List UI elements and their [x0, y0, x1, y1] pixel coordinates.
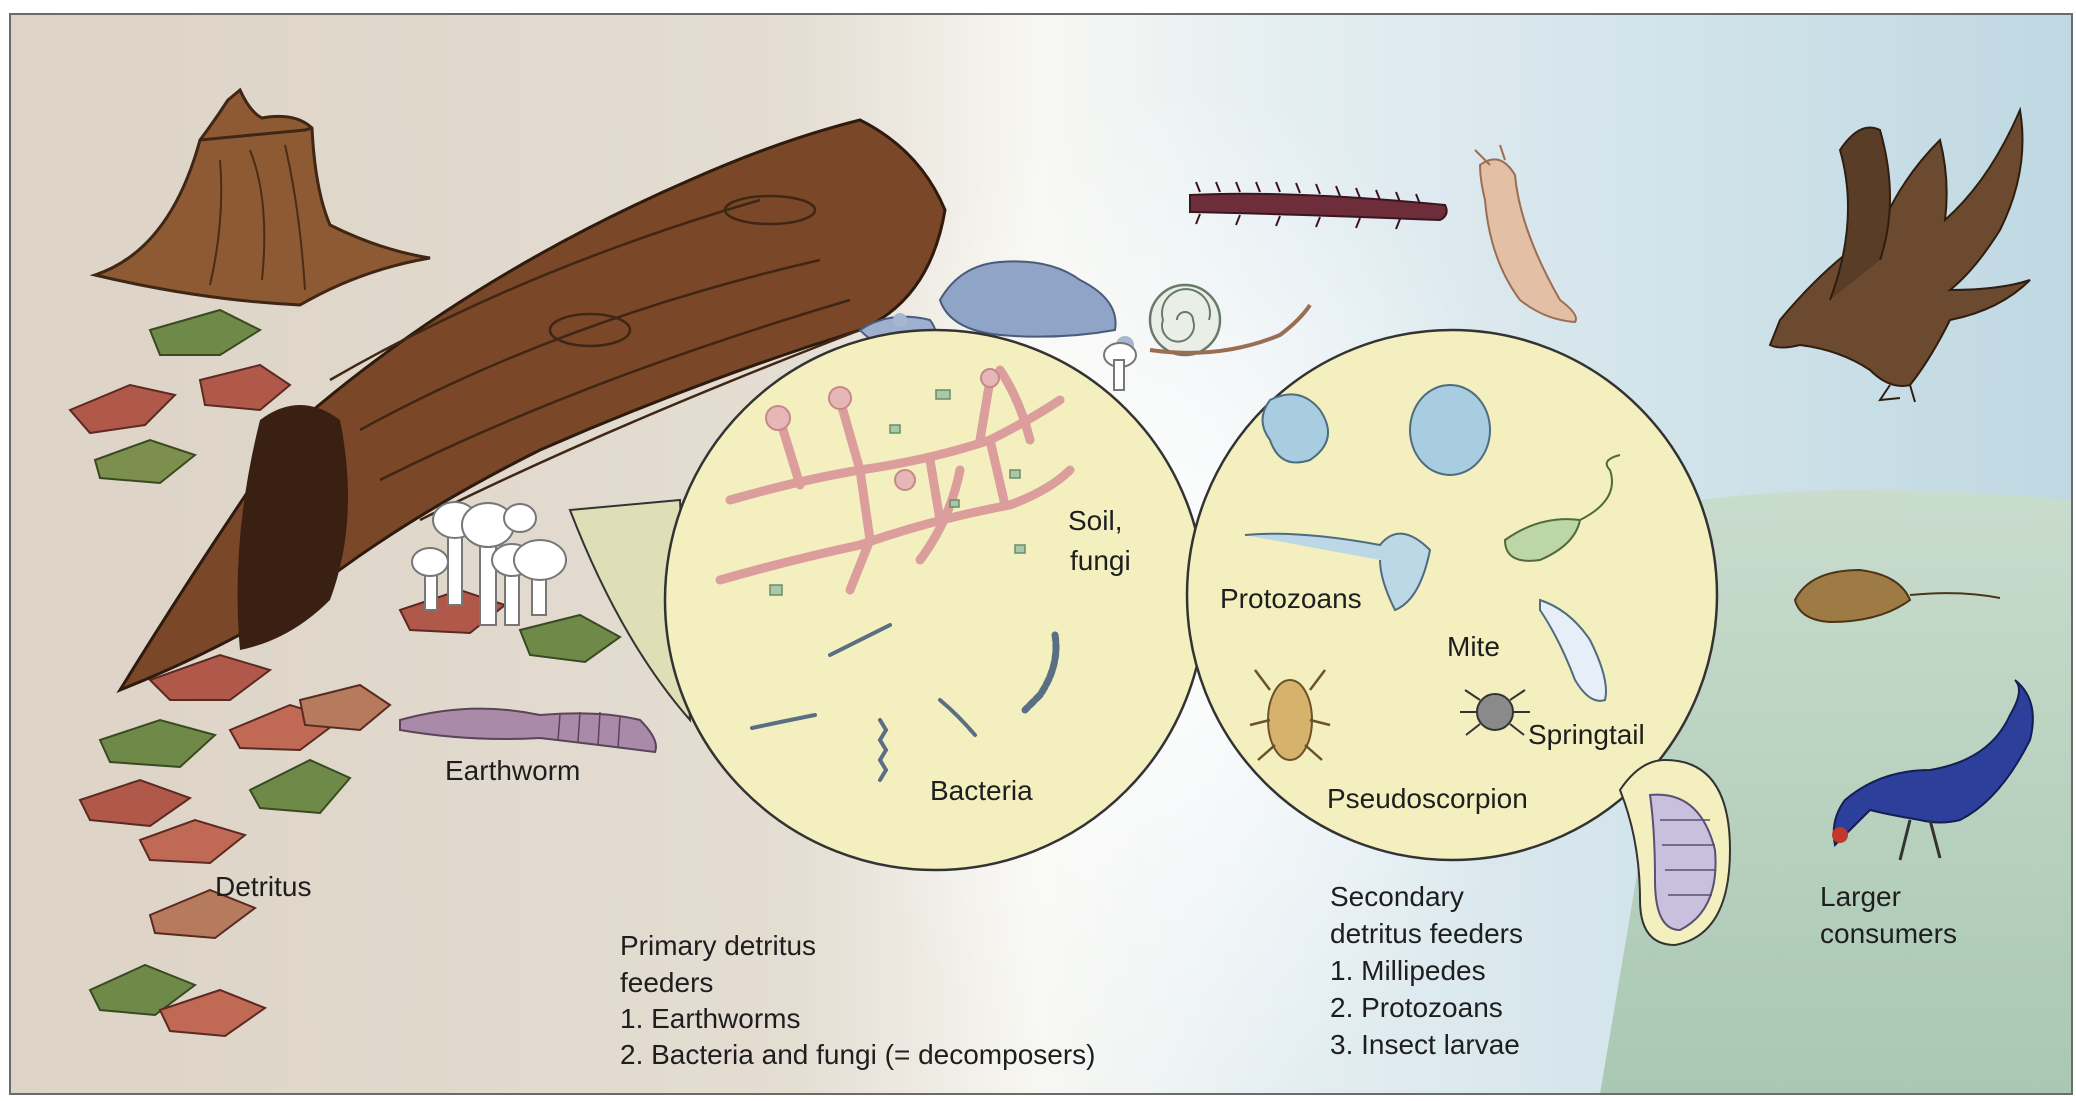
caption-primary-title-line2: feeders — [620, 967, 713, 998]
caption-secondary-item: 3. Insect larvae — [1330, 1029, 1520, 1060]
ciliate — [1410, 385, 1490, 475]
label-mite: Mite — [1447, 631, 1500, 662]
label-springtail: Springtail — [1528, 719, 1645, 750]
caption-primary-item: 1. Earthworms — [620, 1003, 801, 1034]
label-pseudoscorpion: Pseudoscorpion — [1327, 783, 1528, 814]
label-larger-consumers-line2: consumers — [1820, 918, 1957, 949]
label-larger-consumers-line1: Larger — [1820, 881, 1901, 912]
label-soil-fungi-line1: Soil, — [1068, 505, 1122, 536]
caption-secondary-item: 1. Millipedes — [1330, 955, 1486, 986]
caption-secondary-title-line2: detritus feeders — [1330, 918, 1523, 949]
caption-secondary-item: 2. Protozoans — [1330, 992, 1503, 1023]
label-protozoans: Protozoans — [1220, 583, 1362, 614]
caption-primary-title-line1: Primary detritus — [620, 930, 816, 961]
label-bacteria: Bacteria — [930, 775, 1033, 806]
caption-secondary-title-line1: Secondary — [1330, 881, 1464, 912]
label-detritus: Detritus — [215, 871, 311, 902]
label-earthworm: Earthworm — [445, 755, 580, 786]
caption-primary-item: 2. Bacteria and fungi (= decomposers) — [620, 1039, 1095, 1070]
label-soil-fungi-line2: fungi — [1070, 545, 1131, 576]
